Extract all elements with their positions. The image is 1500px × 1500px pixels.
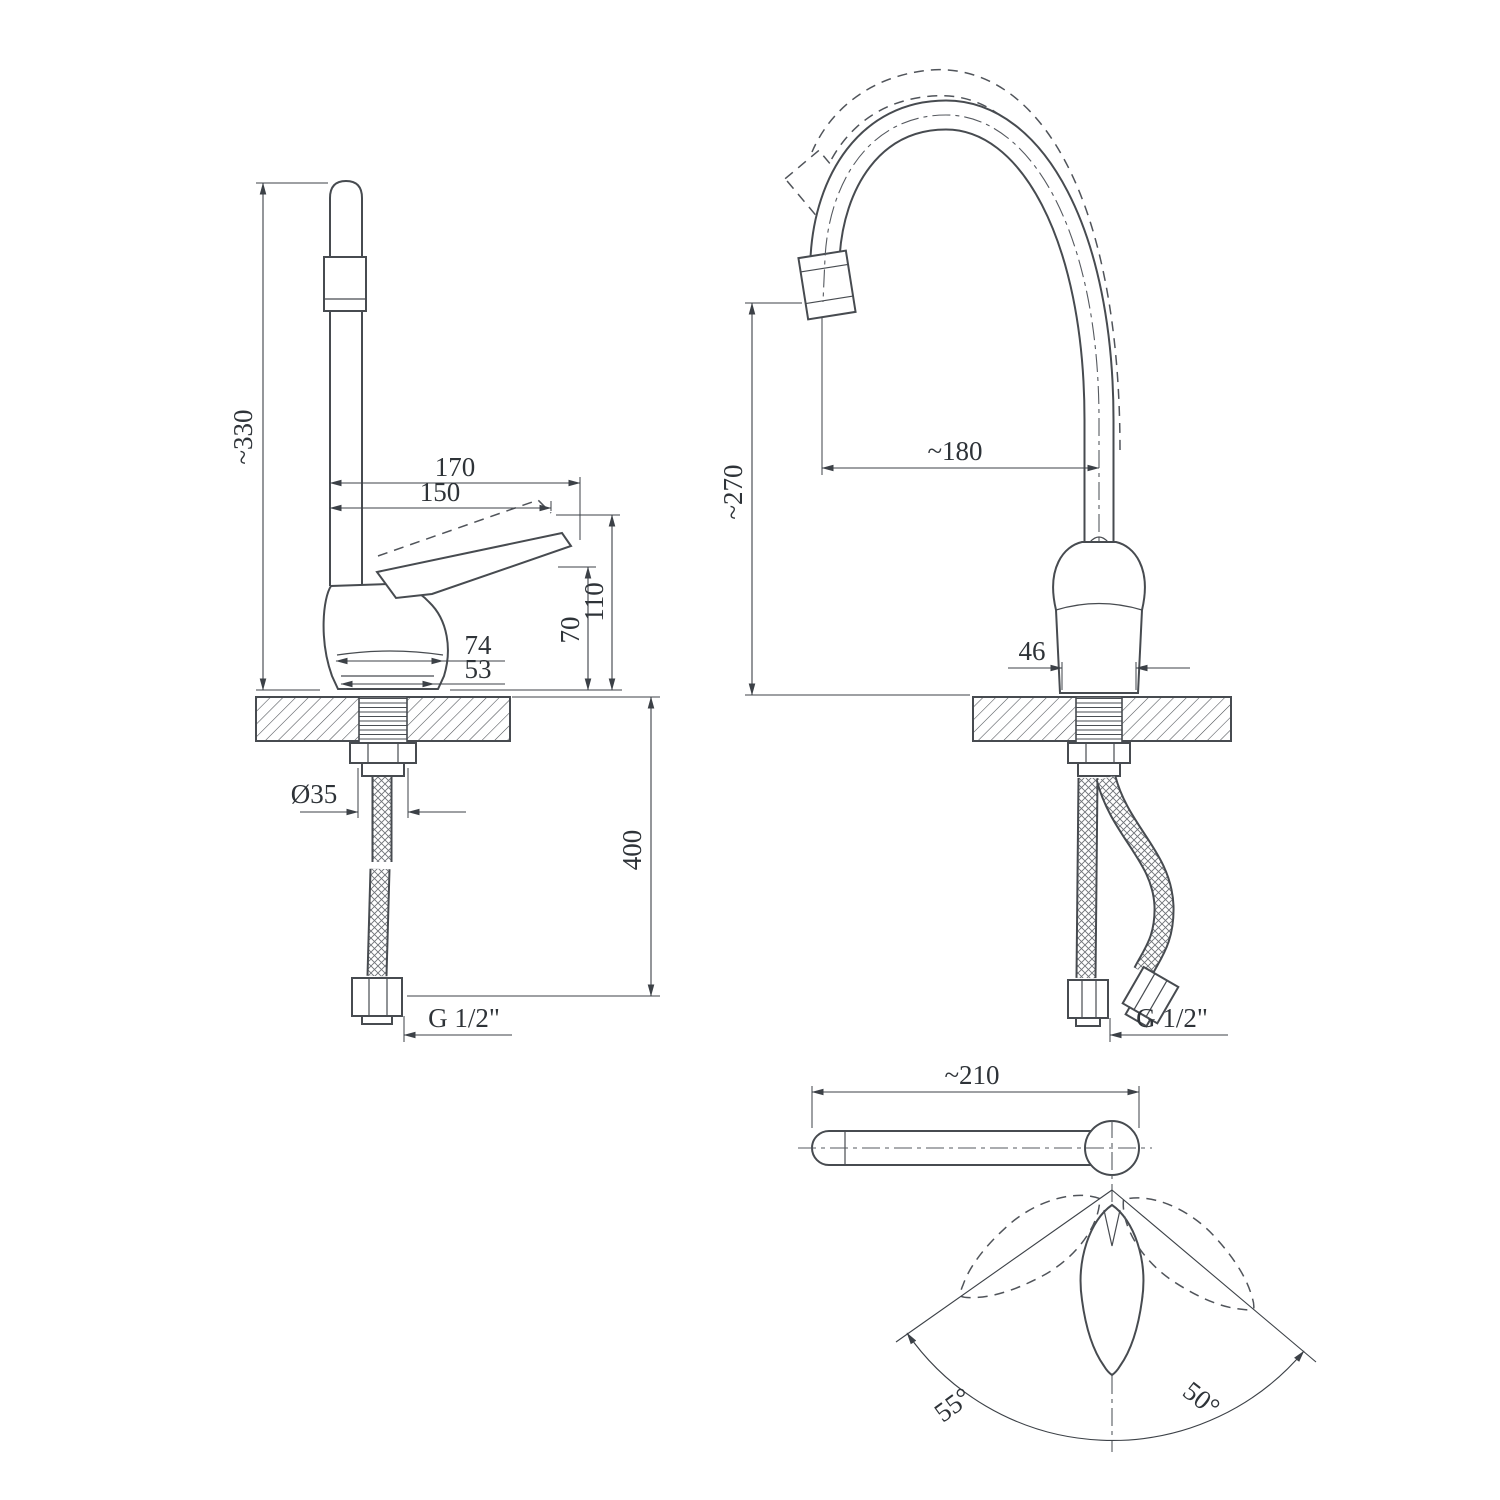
side-body bbox=[322, 582, 449, 690]
dim-side-total-height: ~330 bbox=[228, 182, 328, 691]
dim-side-thread-label: G 1/2" bbox=[428, 1003, 500, 1033]
side-hose-connector bbox=[351, 977, 403, 1025]
front-supply-hoses bbox=[1075, 775, 1175, 979]
side-view: ~330 170 150 110 70 bbox=[228, 179, 660, 1042]
dim-side-reach-label: 150 bbox=[420, 477, 461, 507]
dim-side-reach: 150 bbox=[329, 477, 552, 512]
front-body bbox=[1052, 536, 1146, 694]
dim-side-base-depth-label: 74 bbox=[465, 630, 493, 660]
dim-front-reach-label: ~180 bbox=[927, 436, 982, 466]
front-mounting-shank bbox=[1067, 696, 1131, 777]
dim-front-outlet-height: ~270 bbox=[718, 302, 970, 696]
dim-side-base-depth: 74 bbox=[335, 630, 505, 665]
dim-side-body-height-label: 70 bbox=[555, 617, 585, 644]
dim-front-reach: ~180 bbox=[821, 318, 1100, 475]
front-spout-centerline bbox=[822, 114, 1100, 692]
dim-side-thread: G 1/2" bbox=[403, 1003, 512, 1042]
front-hose-connector-straight bbox=[1067, 979, 1109, 1027]
dim-front-thread: G 1/2" bbox=[1109, 1003, 1228, 1042]
dim-top-angle-right-label: 50° bbox=[1177, 1375, 1225, 1422]
dim-side-reach-outer-label: 170 bbox=[435, 452, 476, 482]
side-aerator bbox=[323, 256, 367, 312]
side-mounting-nut bbox=[349, 742, 417, 764]
front-aerator bbox=[797, 249, 857, 321]
dim-front-thread-label: G 1/2" bbox=[1136, 1003, 1208, 1033]
dim-front-outlet-height-label: ~270 bbox=[718, 464, 748, 519]
dim-front-body-width: 46 bbox=[1008, 636, 1190, 690]
dim-side-mounting-hole: Ø35 bbox=[291, 768, 466, 818]
side-handle bbox=[375, 499, 573, 600]
front-spout bbox=[797, 99, 1115, 692]
dim-side-body-height: 70 bbox=[555, 566, 596, 691]
top-view: 55° 50° ~210 bbox=[798, 1060, 1317, 1452]
side-supply-hose bbox=[366, 777, 393, 977]
dim-side-handle-height: 110 bbox=[450, 514, 622, 691]
side-spout-pipe bbox=[323, 179, 367, 586]
dim-top-reach-label: ~210 bbox=[944, 1060, 999, 1090]
side-mounting-shank bbox=[349, 696, 417, 777]
front-mounting-nut bbox=[1067, 742, 1131, 764]
dim-side-hose-length-label: 400 bbox=[617, 830, 647, 871]
dim-side-mounting-hole-label: Ø35 bbox=[291, 779, 338, 809]
side-handle-raised-dashed bbox=[377, 499, 552, 557]
dim-side-base-width-label: 53 bbox=[465, 654, 492, 684]
front-hose-connector-angled bbox=[1121, 965, 1180, 1028]
dim-top-reach: ~210 bbox=[811, 1060, 1140, 1128]
top-handle bbox=[1079, 1203, 1145, 1377]
dim-top-angle-left-label: 55° bbox=[929, 1381, 977, 1427]
dim-side-reach-outer: 170 bbox=[329, 452, 581, 540]
dim-front-body-width-label: 46 bbox=[1019, 636, 1046, 666]
front-view: ~270 ~180 46 G 1/2" bbox=[718, 69, 1232, 1042]
dim-side-handle-height-label: 110 bbox=[579, 582, 609, 622]
dim-side-total-height-label: ~330 bbox=[228, 409, 258, 464]
top-handle-swivel-dashed bbox=[959, 1194, 1255, 1311]
dim-side-hose-length: 400 bbox=[407, 696, 660, 997]
dim-side-base-width: 53 bbox=[340, 654, 505, 688]
